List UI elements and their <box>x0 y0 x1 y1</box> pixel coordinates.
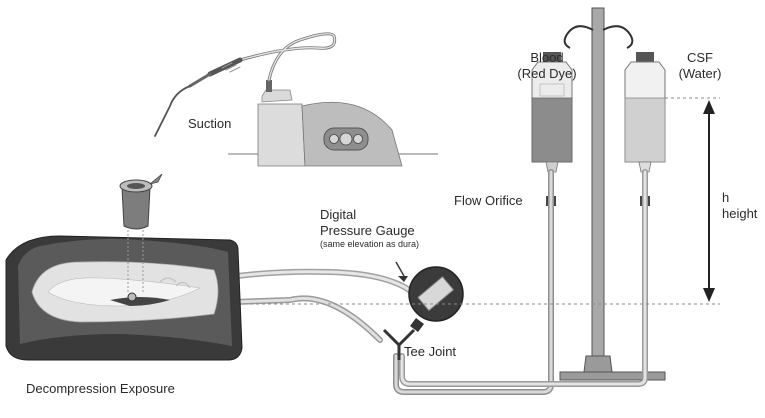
suction-label: Suction <box>188 116 232 131</box>
csf-label: CSF (Water) <box>670 50 730 82</box>
blood-label: Blood (Red Dye) <box>516 50 578 82</box>
h-symbol: h <box>722 190 730 205</box>
tee-joint <box>382 328 416 360</box>
decompression-exposure-label: Decompression Exposure <box>26 381 175 396</box>
digital-pressure-gauge <box>395 261 464 332</box>
flow-orifice-label: Flow Orifice <box>454 193 523 208</box>
csf-label-line2: (Water) <box>678 66 722 81</box>
supply-tubes <box>147 169 648 395</box>
csf-bottle <box>624 52 666 206</box>
iv-stand <box>559 7 666 381</box>
height-arrow <box>703 100 715 302</box>
gauge-label-line2: Pressure Gauge <box>320 223 415 238</box>
blood-label-line1: Blood <box>530 50 564 65</box>
height-label: h height <box>722 190 757 222</box>
blood-label-line2: (Red Dye) <box>517 66 577 81</box>
height-word: height <box>722 206 758 221</box>
decompression-exposure <box>5 235 243 361</box>
suction-wand <box>154 32 337 137</box>
gauge-label: Digital Pressure Gauge (same elevation a… <box>320 207 419 250</box>
csf-label-line1: CSF <box>687 50 713 65</box>
gauge-label-line1: Digital <box>320 207 357 222</box>
gauge-note: (same elevation as dura) <box>320 239 420 249</box>
suction-cup <box>119 173 163 292</box>
tee-joint-label: Tee Joint <box>404 344 457 359</box>
suction-console <box>228 80 438 167</box>
reference-lines <box>238 97 720 305</box>
